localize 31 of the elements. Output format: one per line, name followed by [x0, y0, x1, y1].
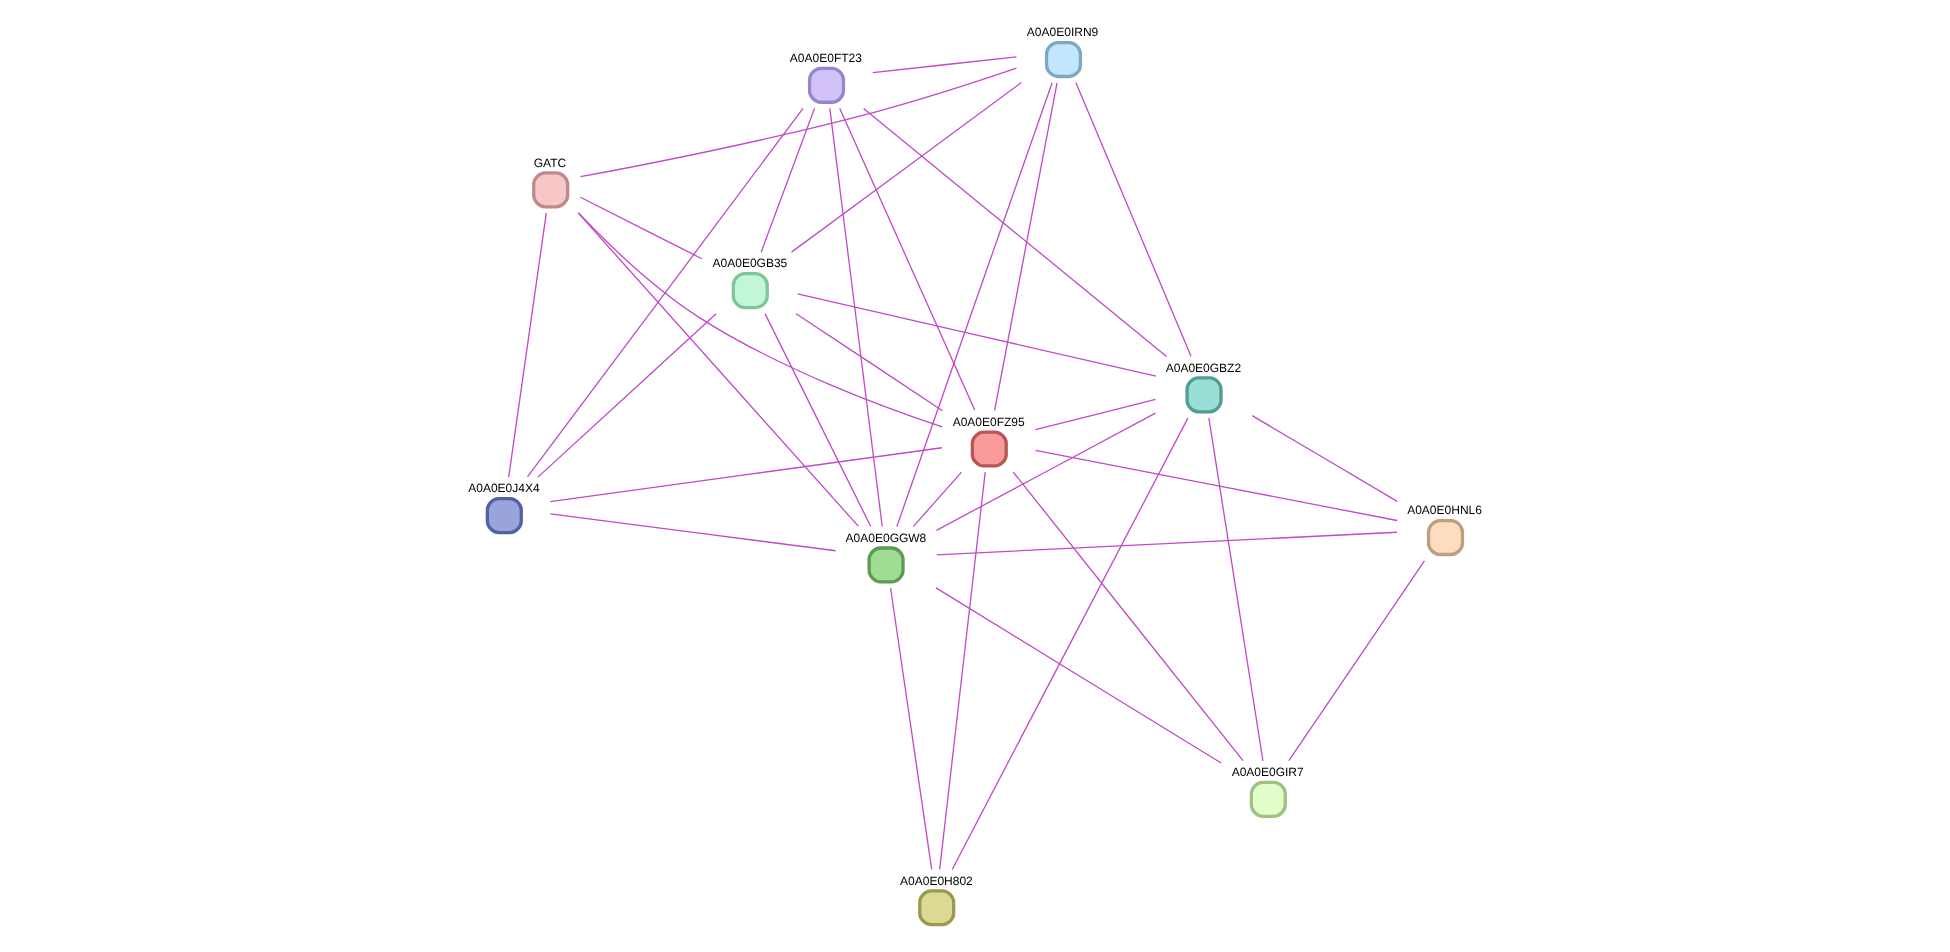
- connector: [576, 212, 858, 527]
- connector: [1207, 417, 1263, 762]
- connector: [759, 107, 815, 253]
- connector: [536, 313, 716, 478]
- connector: [1250, 415, 1397, 502]
- connector: [911, 471, 962, 528]
- connector: [895, 82, 1052, 528]
- connector: [861, 107, 1167, 358]
- connector: [828, 107, 882, 528]
- connector: [938, 471, 985, 871]
- connector: [576, 212, 942, 428]
- connector: [548, 513, 836, 552]
- connector: [871, 56, 1017, 74]
- connector: [578, 196, 702, 260]
- connector: [789, 81, 1021, 253]
- connector: [1033, 398, 1156, 431]
- connector: [763, 313, 871, 528]
- connector: [1287, 560, 1425, 762]
- connector: [794, 313, 943, 412]
- connector: [548, 447, 942, 503]
- connector: [525, 107, 803, 478]
- connector: [795, 293, 1156, 377]
- connector: [888, 587, 932, 870]
- connector: [507, 212, 546, 478]
- connector: [838, 107, 975, 411]
- connector: [1033, 449, 1397, 522]
- connector: [934, 587, 1221, 764]
- connector: [935, 531, 1397, 556]
- connector: [992, 82, 1057, 412]
- connector: [1011, 471, 1243, 762]
- connector: [1074, 81, 1191, 357]
